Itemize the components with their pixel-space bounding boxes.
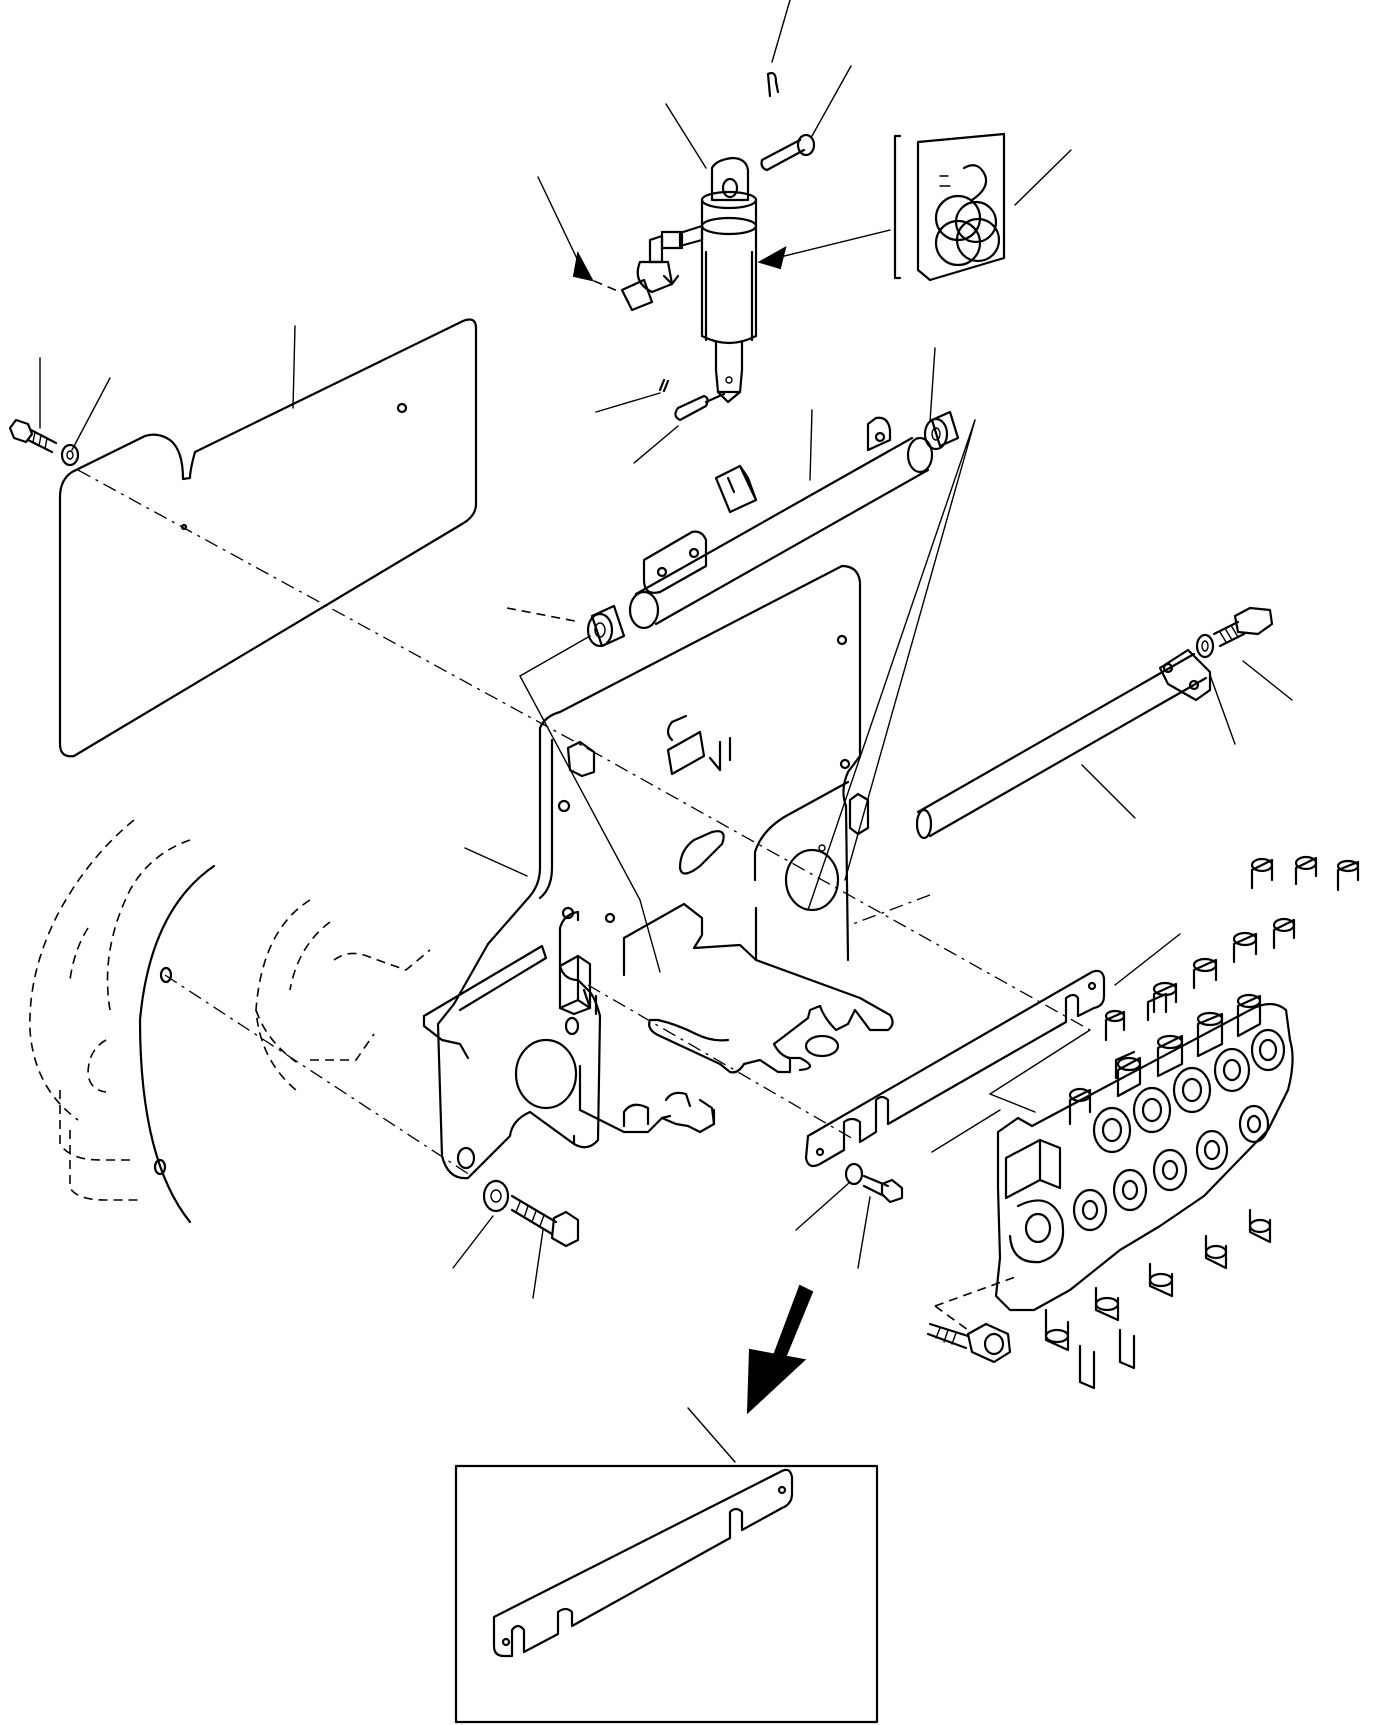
support-bracket — [486, 564, 870, 962]
cylinder-pin — [760, 133, 816, 172]
long-rod — [915, 648, 1212, 840]
bracket-bolt — [482, 1179, 580, 1248]
cover-plate — [58, 318, 478, 758]
callout-leader — [809, 409, 813, 481]
assembly-center-lines — [77, 229, 1091, 1331]
callout-leader — [71, 377, 111, 451]
callout-leader — [1081, 764, 1136, 819]
drum-housing — [29, 819, 431, 1224]
callout-leader — [1242, 660, 1293, 701]
callout-leader — [1014, 149, 1072, 206]
callout-leaders — [39, 0, 1293, 1463]
callout-leader — [929, 347, 936, 423]
detail-arrow — [746, 1284, 814, 1415]
callout-leader — [595, 392, 661, 413]
bracket-side-plate — [436, 910, 602, 1180]
callout-leader — [464, 847, 528, 877]
callout-leader — [771, 0, 791, 63]
callout-leader — [537, 176, 581, 266]
valve-fittings — [1068, 855, 1360, 1126]
slotted-strip — [804, 969, 1106, 1168]
valve-bolt — [926, 1322, 1012, 1364]
control-valve — [994, 855, 1360, 1390]
rod-bolt — [1195, 606, 1274, 659]
callout-leader — [857, 1196, 871, 1269]
callout-leader — [532, 1229, 544, 1299]
callout-leader — [292, 325, 296, 409]
cotter-pin — [766, 71, 780, 98]
callout-leader — [452, 1215, 494, 1269]
callout-leader — [687, 1407, 736, 1463]
detail-inset — [454, 1464, 879, 1724]
callout-leader — [811, 65, 852, 137]
hydraulic-cylinder — [572, 156, 758, 404]
decal-label — [757, 132, 1006, 282]
callout-leader — [1114, 933, 1181, 986]
bushing-left — [586, 604, 626, 648]
bushing-right — [923, 410, 960, 451]
callout-leader — [1209, 674, 1236, 745]
callout-leader — [795, 1181, 851, 1231]
lower-pin — [658, 378, 726, 422]
callout-leader — [633, 425, 679, 464]
callout-leader — [506, 607, 581, 623]
bracket-base — [422, 902, 894, 1134]
cover-bolt — [8, 418, 80, 467]
cross-tube — [628, 416, 934, 630]
callout-leader — [665, 103, 707, 169]
strip-bolt — [844, 1162, 904, 1204]
